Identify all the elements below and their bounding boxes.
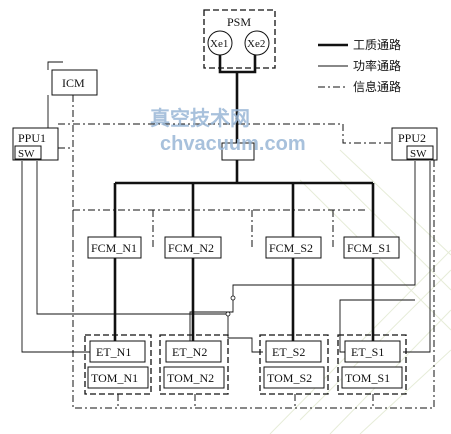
- fcm-n1-label: FCM_N1: [91, 241, 137, 255]
- xe1-label: Xe1: [210, 38, 228, 50]
- icm-label: ICM: [62, 76, 85, 90]
- psm-box: [203, 9, 276, 69]
- fcm-s1-label: FCM_S1: [347, 241, 391, 255]
- legend-label-propellant: 工质通路: [353, 37, 401, 52]
- thruster-group-n1: [84, 334, 152, 395]
- watermark-url: chvacuum.com: [160, 133, 306, 155]
- et-n1-label: ET_N1: [96, 345, 131, 359]
- fcm-n2-box: [164, 236, 222, 259]
- ppu2-sw-label: SW: [410, 148, 427, 160]
- et-n1-box: [89, 340, 146, 363]
- ppu2-label: PPU2: [398, 131, 426, 145]
- ppu2-sw-box: [406, 145, 434, 160]
- watermark: 真空技术网 chvacuum.com: [150, 106, 306, 155]
- fcm-s2-box: [265, 236, 322, 259]
- fcm-s2-label: FCM_S2: [269, 241, 313, 255]
- fcm-s1-box: [343, 236, 400, 259]
- tom-n2-box: [163, 366, 225, 389]
- tom-s1-box: [341, 366, 403, 389]
- legend-label-info: 信息通路: [353, 79, 401, 94]
- legend-label-power: 功率通路: [353, 58, 401, 73]
- info-paths: [58, 95, 435, 409]
- et-s1-label: ET_S1: [351, 345, 384, 359]
- fcm-row: FCM_N1 FCM_N2 FCM_S2 FCM_S1: [87, 236, 400, 259]
- xe2-label: Xe2: [247, 38, 265, 50]
- background-decoration: [269, 149, 451, 434]
- et-s2-label: ET_S2: [272, 345, 305, 359]
- psm-label: PSM: [227, 15, 251, 29]
- et-s2-box: [265, 340, 322, 363]
- fcm-n1-box: [87, 236, 142, 259]
- thruster-row: ET_N1 TOM_N1 ET_N2 TOM_N2 ET_S2 TOM_S2 E…: [84, 334, 407, 395]
- et-n2-label: ET_N2: [172, 345, 207, 359]
- tom-n2-label: TOM_N2: [167, 371, 214, 385]
- ppu1-label: PPU1: [18, 131, 46, 145]
- pfm-box: [221, 142, 255, 161]
- et-s1-box: [344, 340, 401, 363]
- junction-markers: [225, 295, 236, 317]
- fcm-n2-label: FCM_N2: [168, 241, 214, 255]
- legend: 工质通路 功率通路 信息通路: [318, 37, 401, 94]
- propellant-paths: [113, 55, 375, 341]
- icm-box: [51, 69, 98, 96]
- ppu1-sw-box: [14, 145, 42, 160]
- tom-n1-label: TOM_N1: [91, 371, 138, 385]
- tom-s2-label: TOM_S2: [267, 371, 312, 385]
- tom-s2-box: [263, 366, 325, 389]
- tom-n1-box: [87, 366, 149, 389]
- watermark-cn: 真空技术网: [150, 106, 250, 130]
- tom-s1-label: TOM_S1: [345, 371, 390, 385]
- xe1-tank: [207, 30, 233, 56]
- et-n2-box: [165, 340, 222, 363]
- xe2-tank: [244, 30, 270, 56]
- ppu1-sw-label: SW: [18, 148, 35, 160]
